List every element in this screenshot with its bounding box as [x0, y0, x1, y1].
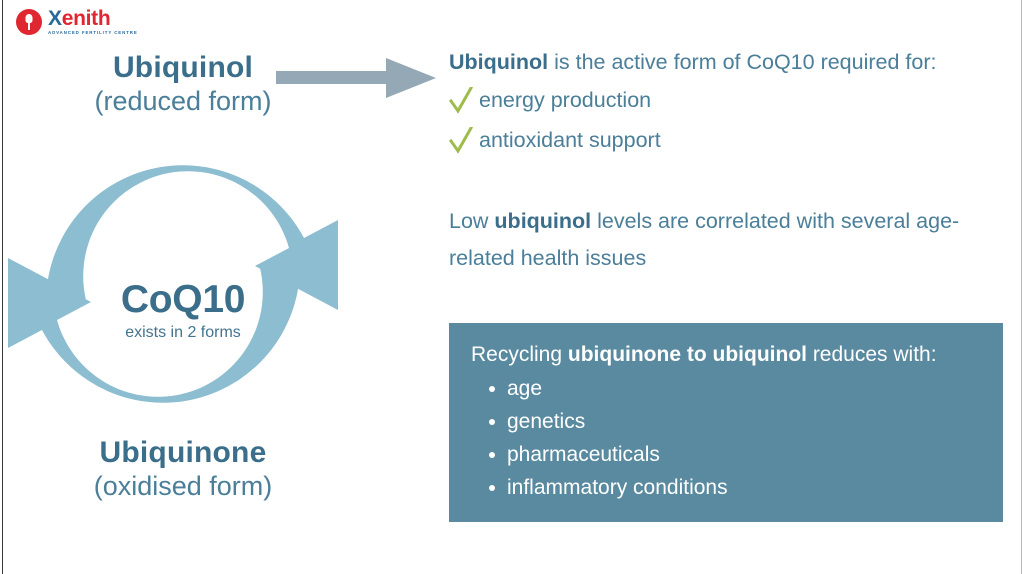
cycle-arrows	[8, 165, 339, 403]
lead-statement-rest: is the active form of CoQ10 required for…	[548, 50, 937, 74]
list-item: inflammatory conditions	[489, 476, 981, 500]
list-item: genetics	[489, 410, 981, 434]
list-item: pharmaceuticals	[489, 443, 981, 467]
callout-factor-list: age genetics pharmaceuticals inflammator…	[471, 378, 981, 498]
list-item: age	[489, 377, 981, 401]
brand-logo-text: Xenith ADVANCED FERTILITY CENTRE	[48, 8, 138, 35]
left-edge-rule	[2, 0, 3, 574]
ubiquinone-subtitle: (oxidised form)	[93, 471, 273, 502]
fertility-drop-icon	[16, 8, 42, 35]
ubiquinol-subtitle: (reduced form)	[94, 86, 272, 117]
check-icon	[449, 126, 473, 154]
factor-label: age	[507, 377, 543, 401]
ubiquinone-label: Ubiquinone (oxidised form)	[8, 435, 358, 503]
clockwise-arc-arrow-icon	[45, 165, 339, 310]
brand-name-initial: X	[48, 7, 62, 30]
correlation-part2: levels are correlated with several age-r…	[449, 208, 960, 271]
right-content-column: Ubiquinol is the active form of CoQ10 re…	[449, 50, 1009, 278]
brand-logo[interactable]: Xenith ADVANCED FERTILITY CENTRE	[16, 8, 138, 35]
check-icon	[449, 86, 473, 114]
benefit-label: antioxidant support	[479, 127, 661, 152]
lead-statement-bold: Ubiquinol	[449, 50, 549, 74]
benefits-list: energy production antioxidant support	[449, 86, 1009, 155]
lead-statement: Ubiquinol is the active form of CoQ10 re…	[449, 50, 1009, 75]
counterclockwise-arc-arrow-icon	[8, 258, 301, 403]
ubiquinol-title: Ubiquinol	[112, 51, 254, 84]
right-arrow-icon	[276, 58, 436, 98]
recycling-callout-box: Recycling ubiquinone to ubiquinol reduce…	[449, 323, 1003, 522]
callout-heading: Recycling ubiquinone to ubiquinol reduce…	[471, 343, 981, 366]
callout-heading-bold: ubiquinone to ubiquinol	[567, 343, 807, 366]
correlation-paragraph: Low ubiquinol levels are correlated with…	[449, 203, 969, 278]
brand-name: Xenith	[48, 8, 138, 29]
bullet-icon	[489, 452, 495, 459]
bullet-icon	[489, 419, 495, 426]
ubiquinol-label: Ubiquinol (reduced form)	[8, 50, 358, 118]
bullet-icon	[489, 386, 495, 393]
coq10-cycle-diagram: Ubiquinol (reduced form) CoQ10 exists in…	[8, 40, 436, 560]
brand-name-rest: enith	[61, 7, 111, 30]
callout-heading-part2: reduces with:	[806, 343, 937, 366]
list-item: energy production	[449, 86, 1009, 115]
factor-label: inflammatory conditions	[507, 476, 728, 500]
ubiquinone-title: Ubiquinone	[99, 436, 267, 469]
correlation-part1: Low	[449, 208, 495, 233]
correlation-bold: ubiquinol	[494, 208, 592, 233]
factor-label: pharmaceuticals	[507, 443, 660, 467]
benefit-label: energy production	[479, 87, 652, 112]
list-item: antioxidant support	[449, 126, 1009, 155]
factor-label: genetics	[507, 410, 586, 434]
bullet-icon	[489, 485, 495, 492]
brand-tagline: ADVANCED FERTILITY CENTRE	[48, 30, 138, 35]
callout-heading-part1: Recycling	[471, 343, 568, 366]
right-edge-rule	[1021, 0, 1022, 574]
